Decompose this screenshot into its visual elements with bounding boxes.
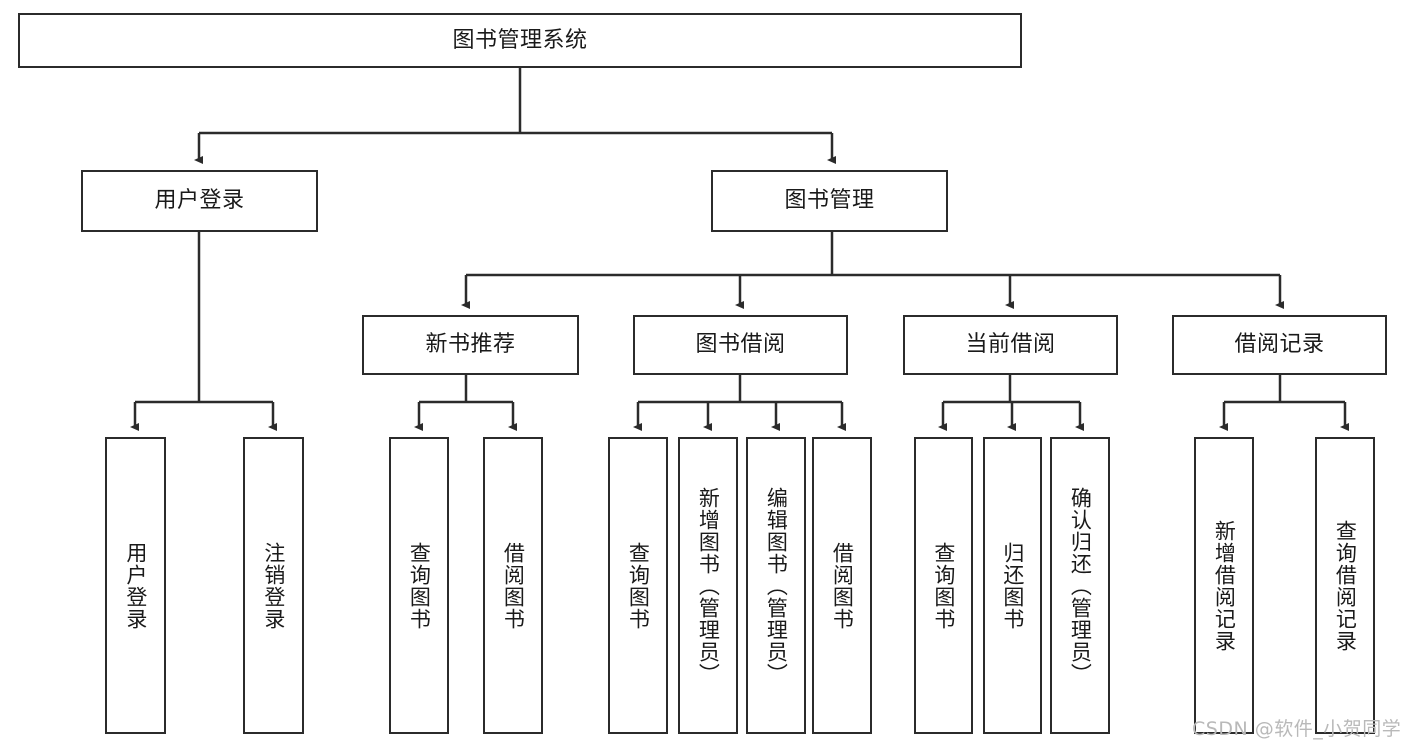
node-label: 图书管理 — [784, 188, 875, 214]
node-current-borrow[interactable]: 当前借阅 — [903, 315, 1118, 375]
node-label: 用户登录 — [123, 541, 148, 630]
node-label: 借阅记录 — [1234, 332, 1325, 358]
node-label: 借阅图书 — [830, 541, 855, 630]
leaf-borrow-book-recommend[interactable]: 借阅图书 — [483, 437, 543, 734]
leaf-return-book[interactable]: 归还图书 — [983, 437, 1042, 734]
leaf-query-book-current[interactable]: 查询图书 — [914, 437, 973, 734]
leaf-edit-book-admin[interactable]: 编辑图书（管理员） — [746, 437, 806, 734]
node-label: 编辑图书（管理员） — [764, 486, 789, 685]
leaf-query-borrow-record[interactable]: 查询借阅记录 — [1315, 437, 1375, 734]
node-label: 借阅图书 — [501, 541, 526, 630]
node-user-login[interactable]: 用户登录 — [81, 170, 318, 232]
node-label: 新增图书（管理员） — [696, 486, 721, 685]
node-label: 用户登录 — [154, 188, 245, 214]
node-label: 新增借阅记录 — [1212, 519, 1237, 652]
node-label: 确认归还（管理员） — [1068, 486, 1093, 685]
leaf-borrow-book[interactable]: 借阅图书 — [812, 437, 872, 734]
leaf-query-book-borrow[interactable]: 查询图书 — [608, 437, 668, 734]
leaf-add-borrow-record[interactable]: 新增借阅记录 — [1194, 437, 1254, 734]
node-label: 查询借阅记录 — [1333, 519, 1358, 652]
node-root-system[interactable]: 图书管理系统 — [18, 13, 1022, 68]
watermark-text: CSDN @软件_小贺同学 — [1192, 718, 1402, 740]
leaf-query-book-recommend[interactable]: 查询图书 — [389, 437, 449, 734]
node-label: 图书借阅 — [695, 332, 786, 358]
leaf-logout[interactable]: 注销登录 — [243, 437, 304, 734]
node-label: 查询图书 — [407, 541, 432, 630]
node-label: 当前借阅 — [965, 332, 1056, 358]
node-label: 图书管理系统 — [452, 27, 588, 53]
node-book-management[interactable]: 图书管理 — [711, 170, 948, 232]
node-book-borrow[interactable]: 图书借阅 — [633, 315, 848, 375]
node-new-book-recommendation[interactable]: 新书推荐 — [362, 315, 579, 375]
leaf-confirm-return-admin[interactable]: 确认归还（管理员） — [1050, 437, 1110, 734]
leaf-add-book-admin[interactable]: 新增图书（管理员） — [678, 437, 738, 734]
node-label: 新书推荐 — [425, 332, 516, 358]
node-borrow-records[interactable]: 借阅记录 — [1172, 315, 1387, 375]
leaf-user-login[interactable]: 用户登录 — [105, 437, 166, 734]
node-label: 注销登录 — [261, 541, 286, 630]
node-label: 归还图书 — [1000, 541, 1025, 630]
node-label: 查询图书 — [931, 541, 956, 630]
node-label: 查询图书 — [626, 541, 651, 630]
